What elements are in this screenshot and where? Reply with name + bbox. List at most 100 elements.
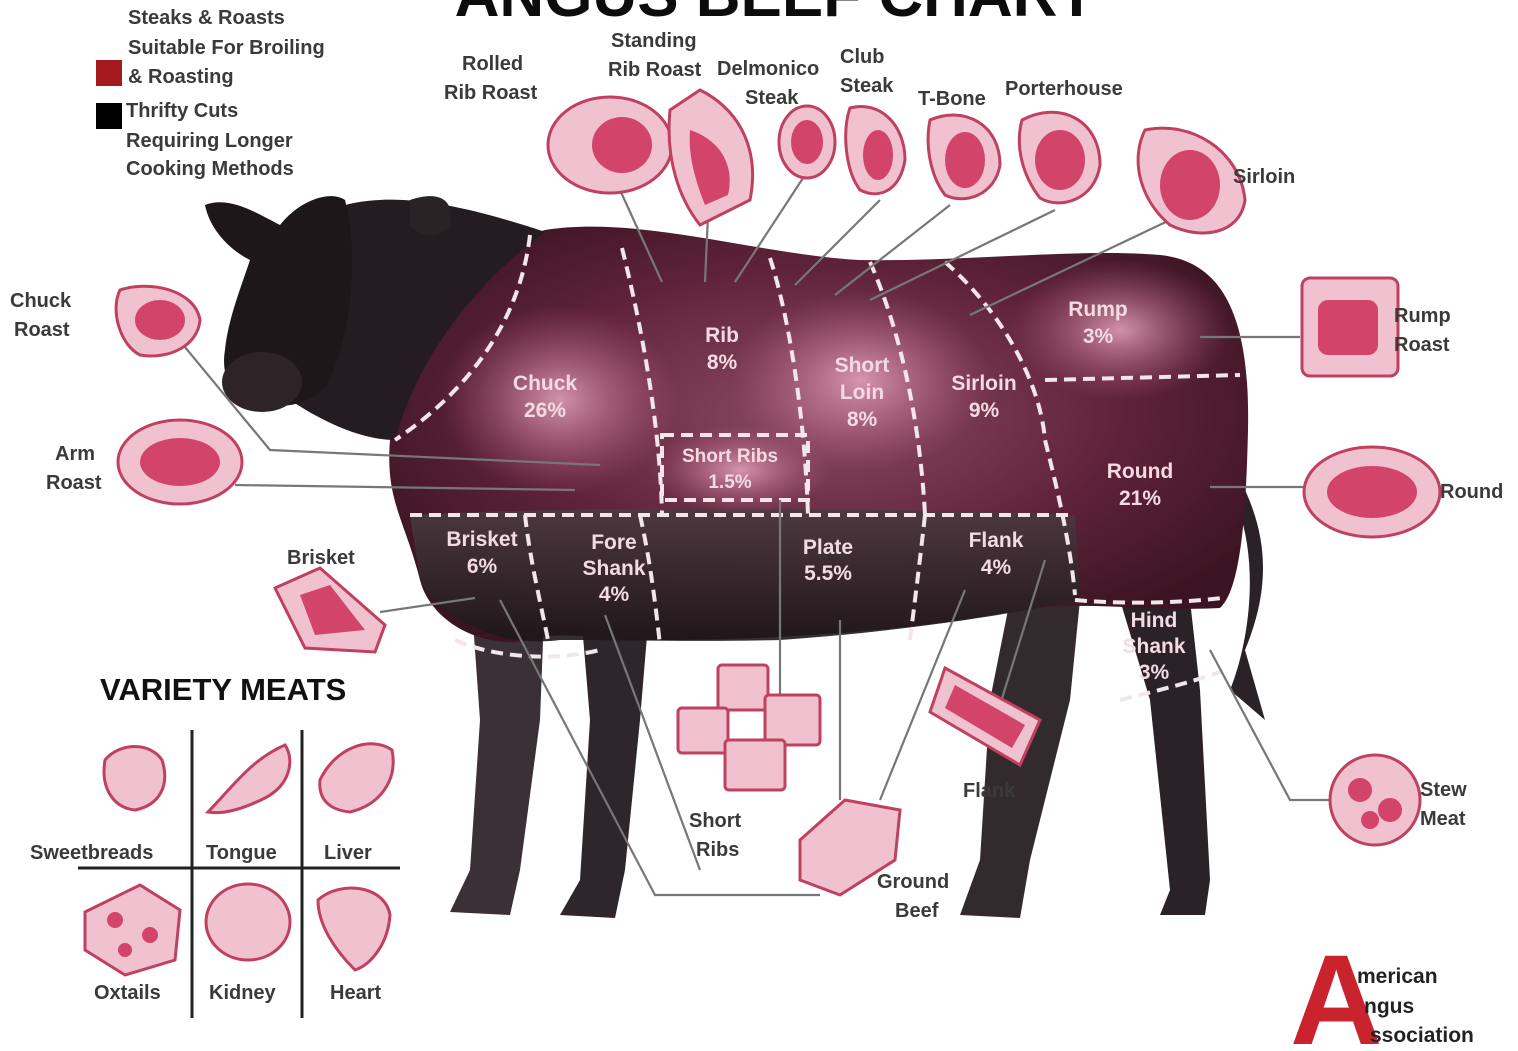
region-flank-pct: 4%	[981, 556, 1012, 579]
delmonico-steak-picture	[779, 106, 835, 178]
label-standing-rib-roast-line1: Standing	[611, 30, 697, 52]
legend-red-line-2: Suitable For Broiling	[128, 37, 325, 59]
label-delmonico-line2: Steak	[745, 87, 799, 109]
region-hind-shank-line1: Hind	[1131, 609, 1178, 632]
t-bone-picture	[928, 115, 1000, 199]
club-steak-picture	[846, 107, 905, 194]
label-standing-rib-roast-line2: Rib Roast	[608, 59, 702, 81]
tongue-picture	[208, 745, 290, 813]
label-chuck-roast-line2: Roast	[14, 319, 70, 341]
sirloin-picture	[1138, 128, 1245, 233]
variety-label-kidney: Kidney	[209, 982, 277, 1004]
label-stew-meat-line2: Meat	[1420, 808, 1466, 830]
logo-line-1: merican	[1357, 965, 1438, 988]
region-round-pct: 21%	[1119, 487, 1161, 510]
legend-black-line-3: Cooking Methods	[126, 158, 294, 180]
legend-red-line-3: & Roasting	[128, 66, 234, 88]
region-sirloin-name: Sirloin	[951, 372, 1016, 395]
variety-label-oxtails: Oxtails	[94, 982, 161, 1004]
label-ground-beef-line2: Beef	[895, 900, 939, 922]
logo-line-3: ssociation	[1370, 1024, 1474, 1046]
legend-black-swatch	[96, 103, 122, 129]
region-short-loin-line1: Short	[835, 354, 890, 377]
label-rolled-rib-roast-line2: Rib Roast	[444, 82, 538, 104]
stew-meat-picture	[1330, 755, 1420, 845]
label-porterhouse: Porterhouse	[1005, 78, 1123, 100]
region-fore-shank-line1: Fore	[591, 531, 637, 554]
region-short-ribs-name: Short Ribs	[682, 446, 778, 467]
standing-rib-roast-picture	[669, 90, 753, 225]
region-round-name: Round	[1107, 460, 1173, 483]
region-rib-name: Rib	[705, 324, 739, 347]
label-brisket: Brisket	[287, 547, 355, 569]
american-angus-association-logo: A merican ngus ssociation	[1290, 929, 1474, 1046]
label-club-steak-line1: Club	[840, 46, 884, 68]
label-round: Round	[1440, 481, 1503, 503]
variety-label-tongue: Tongue	[206, 842, 277, 864]
liver-picture	[320, 744, 393, 812]
logo-line-2: ngus	[1364, 995, 1414, 1018]
variety-meats-heading: VARIETY MEATS	[100, 672, 346, 707]
legend-black-line-1: Thrifty Cuts	[126, 100, 238, 122]
brisket-picture	[275, 568, 385, 652]
label-delmonico-line1: Delmonico	[717, 58, 819, 80]
legend: Steaks & Roasts Suitable For Broiling & …	[96, 7, 325, 180]
variety-meats-section: VARIETY MEATS Sweetbreads Tongue Liver O…	[30, 672, 400, 1018]
region-hind-shank-pct: 3%	[1139, 661, 1170, 684]
oxtails-picture	[85, 885, 180, 975]
region-short-ribs-pct: 1.5%	[708, 472, 751, 493]
region-fore-shank-line2: Shank	[582, 557, 645, 580]
fore-leg-back	[560, 600, 650, 918]
region-hind-shank-line2: Shank	[1122, 635, 1185, 658]
region-plate-name: Plate	[803, 536, 853, 559]
label-arm-roast-line1: Arm	[55, 443, 95, 465]
region-brisket-name: Brisket	[446, 528, 517, 551]
region-fore-shank-pct: 4%	[599, 583, 630, 606]
region-rump-name: Rump	[1068, 298, 1128, 321]
short-ribs-picture	[678, 665, 820, 790]
label-short-ribs-line2: Ribs	[696, 839, 739, 861]
region-plate-pct: 5.5%	[804, 562, 852, 585]
arm-roast-picture	[118, 420, 242, 504]
region-rib-pct: 8%	[707, 351, 738, 374]
label-flank: Flank	[963, 780, 1016, 802]
rump-roast-picture	[1302, 278, 1398, 376]
label-club-steak-line2: Steak	[840, 75, 894, 97]
region-chuck-pct: 26%	[524, 399, 566, 422]
variety-label-liver: Liver	[324, 842, 372, 864]
porterhouse-picture	[1019, 112, 1100, 203]
rolled-rib-roast-picture	[548, 97, 672, 193]
sweetbreads-picture	[104, 747, 165, 811]
region-chuck-name: Chuck	[513, 372, 578, 395]
legend-black-line-2: Requiring Longer	[126, 130, 293, 152]
heart-picture	[318, 888, 390, 970]
region-short-loin-pct: 8%	[847, 408, 878, 431]
region-rump-pct: 3%	[1083, 325, 1114, 348]
label-short-ribs-line1: Short	[689, 810, 742, 832]
leader-stew-meat	[1210, 650, 1330, 800]
cow-ear-right	[410, 196, 451, 235]
round-picture	[1304, 447, 1440, 537]
region-flank-name: Flank	[969, 529, 1024, 552]
label-t-bone: T-Bone	[918, 88, 986, 110]
label-rump-roast-line1: Rump	[1394, 305, 1451, 327]
label-stew-meat-line1: Stew	[1420, 779, 1467, 801]
label-rolled-rib-roast-line1: Rolled	[462, 53, 523, 75]
variety-label-heart: Heart	[330, 982, 381, 1004]
kidney-picture	[206, 884, 290, 960]
legend-red-swatch	[96, 60, 122, 86]
top-cut-pictures	[548, 90, 1245, 233]
label-sirloin: Sirloin	[1233, 166, 1295, 188]
label-chuck-roast-line1: Chuck	[10, 290, 72, 312]
variety-label-sweetbreads: Sweetbreads	[30, 842, 153, 864]
legend-red-line-1: Steaks & Roasts	[128, 7, 285, 29]
cow-muzzle	[222, 352, 302, 412]
chuck-roast-picture	[116, 286, 200, 356]
region-short-loin-line2: Loin	[840, 381, 884, 404]
label-arm-roast-line2: Roast	[46, 472, 102, 494]
chart-title: ANGUS BEEF CHART	[455, 0, 1096, 30]
region-sirloin-pct: 9%	[969, 399, 1000, 422]
region-brisket-pct: 6%	[467, 555, 498, 578]
